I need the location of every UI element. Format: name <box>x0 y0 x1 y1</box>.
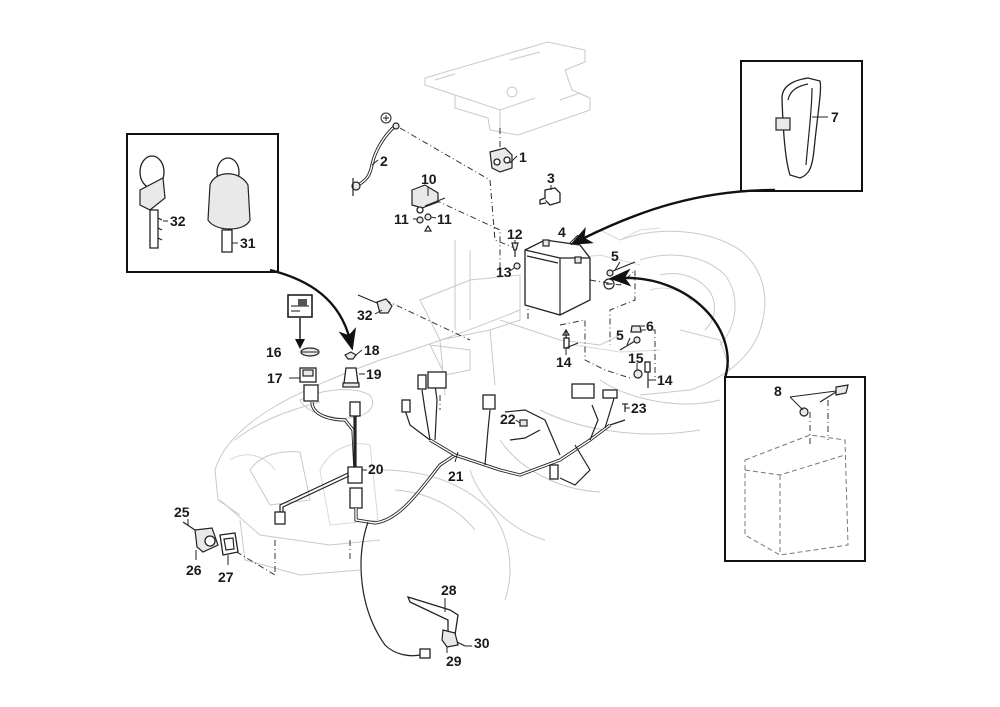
callout-31: 31 <box>240 235 256 251</box>
keys-inset <box>126 133 279 273</box>
callout-20: 20 <box>368 461 384 477</box>
callout-22: 22 <box>500 411 516 427</box>
part-screw-washer <box>511 242 521 270</box>
battery-strap-icon <box>775 77 822 179</box>
key-32-icon <box>139 155 166 249</box>
part-pedal-switch <box>441 629 459 648</box>
callout-5b: 5 <box>616 327 624 343</box>
strap-to-battery-arrow <box>570 188 776 245</box>
callout-5a: 5 <box>611 248 619 264</box>
part-bracket <box>411 184 446 214</box>
part-ground-assembly <box>561 325 651 388</box>
callout-14a: 14 <box>556 354 572 370</box>
callout-13: 13 <box>496 264 512 280</box>
callout-32b: 32 <box>357 307 373 323</box>
callout-12: 12 <box>507 226 523 242</box>
callout-6: 6 <box>646 318 654 334</box>
callout-11b: 11 <box>437 211 452 227</box>
part-seat-switch <box>489 147 513 173</box>
part-screw-25 <box>182 521 196 531</box>
mower-body-ghost <box>214 41 766 601</box>
terminal-bolt-icon <box>799 384 849 445</box>
callout-8: 8 <box>774 383 782 399</box>
hood-ghost <box>214 309 521 576</box>
part-positive-cable <box>351 122 400 196</box>
callout-26: 26 <box>186 562 202 578</box>
leader-lines <box>163 116 837 653</box>
callout-4: 4 <box>558 224 566 240</box>
callout-3: 3 <box>547 170 555 186</box>
callout-27: 27 <box>218 569 234 585</box>
keys-to-ignition-arrow <box>269 268 357 351</box>
part-switch-32 <box>357 294 393 314</box>
battery-terminal-inset <box>724 376 866 562</box>
part-switch-harness <box>274 384 456 659</box>
callout-labels: 1 2 3 4 5 5 6 7 8 10 11 11 12 13 14 14 1… <box>170 109 839 669</box>
part-power-socket <box>194 527 219 553</box>
part-gasket <box>219 532 239 556</box>
part-rocker-switch <box>299 367 317 383</box>
part-screw-30 <box>456 641 466 647</box>
callout-15: 15 <box>628 350 644 366</box>
callout-18: 18 <box>364 342 380 358</box>
console-ghost <box>419 240 621 396</box>
part-main-harness <box>401 371 626 486</box>
callout-23: 23 <box>631 400 647 416</box>
callout-2: 2 <box>380 153 388 169</box>
key-31-icon <box>207 157 251 253</box>
part-battery <box>524 239 591 316</box>
callout-25: 25 <box>174 504 190 520</box>
terminal-to-negative-arrow <box>609 268 729 379</box>
positive-terminal-icon <box>380 112 392 124</box>
switch-symbol-icon <box>287 294 313 318</box>
seat-plate-ghost <box>424 41 591 136</box>
callout-32a: 32 <box>170 213 186 229</box>
part-nuts-11 <box>416 213 433 232</box>
callout-11a: 11 <box>394 211 409 227</box>
strap-inset <box>740 60 863 192</box>
assembly-lines <box>224 127 656 576</box>
part-fuse <box>519 419 528 427</box>
callout-28: 28 <box>441 582 457 598</box>
callout-21: 21 <box>448 468 464 484</box>
callout-29: 29 <box>446 653 462 669</box>
callout-30: 30 <box>474 635 490 651</box>
callout-7: 7 <box>831 109 839 125</box>
callout-19: 19 <box>366 366 382 382</box>
rear-body-ghost <box>379 227 766 601</box>
part-ignition-switch <box>342 367 360 388</box>
callout-16: 16 <box>266 344 282 360</box>
part-ignition-nut <box>344 351 357 360</box>
callout-10: 10 <box>421 171 437 187</box>
callout-17: 17 <box>267 370 283 386</box>
callout-1: 1 <box>519 149 527 165</box>
part-relay-cap <box>539 187 561 206</box>
callout-14b: 14 <box>657 372 673 388</box>
battery-outline-icon <box>744 434 849 556</box>
